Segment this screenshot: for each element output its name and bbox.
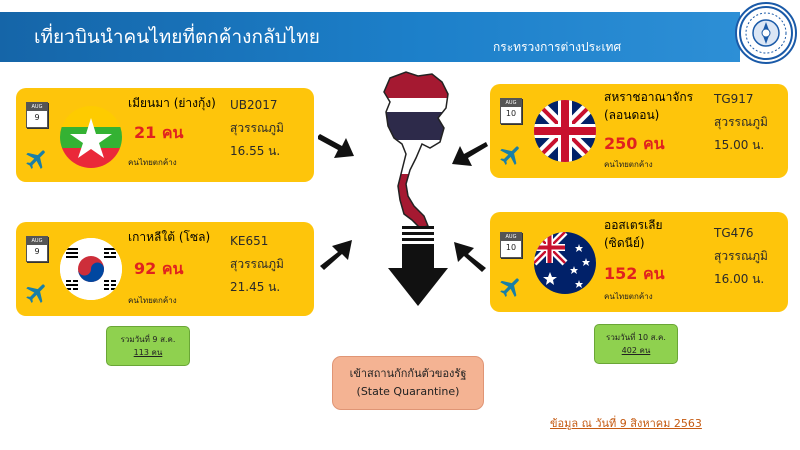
card-count: 250 คน: [604, 134, 665, 153]
total-label: รวมวันที่ 9 ส.ค.: [120, 335, 176, 344]
card-time: 21.45 น.: [230, 280, 281, 294]
page-title: เที่ยวบินนำคนไทยที่ตกค้างกลับไทย: [34, 26, 320, 48]
card-flight: TG476: [714, 226, 754, 240]
total-label: รวมวันที่ 10 ส.ค.: [606, 333, 666, 342]
arrow-icon: [454, 242, 486, 272]
arrow-icon: [388, 226, 448, 306]
flight-card-uk: AUG 10 สหราชอาณาจักร (ลอนดอน) 250 คน คนไ…: [490, 84, 788, 178]
card-flight: KE651: [230, 234, 269, 248]
card-airport: สุวรรณภูมิ: [230, 257, 284, 271]
data-date-note: ข้อมูล ณ วันที่ 9 สิงหาคม 2563: [550, 417, 702, 430]
card-flight-info: TG917 สุวรรณภูมิ 15.00 น.: [714, 88, 768, 157]
card-flight-info: TG476 สุวรรณภูมิ 16.00 น.: [714, 222, 768, 291]
airplane-icon: [26, 150, 45, 169]
card-flight: UB2017: [230, 98, 278, 112]
arrow-icon: [452, 142, 488, 166]
card-airport: สุวรรณภูมิ: [714, 249, 768, 263]
total-box-aug-10: รวมวันที่ 10 ส.ค. 402 คน: [594, 324, 678, 364]
flight-card-myanmar: AUG 9 เมียนมา (ย่างกุ้ง) 21 คน คนไทยตกค้…: [16, 88, 314, 182]
card-count: 152 คน: [604, 264, 665, 283]
calendar-icon: AUG 9: [26, 102, 48, 128]
card-airport: สุวรรณภูมิ: [714, 115, 768, 129]
uk-flag-icon: [534, 100, 596, 162]
calendar-icon: AUG 9: [26, 236, 48, 262]
card-flight: TG917: [714, 92, 754, 106]
card-flight-info: UB2017 สุวรรณภูมิ 16.55 น.: [230, 94, 284, 163]
card-time: 16.00 น.: [714, 272, 765, 286]
card-subtitle: คนไทยตกค้าง: [128, 158, 177, 167]
card-time: 16.55 น.: [230, 144, 281, 158]
airplane-icon: [26, 284, 45, 303]
south-korea-flag-icon: [60, 238, 122, 300]
card-subtitle: คนไทยตกค้าง: [604, 292, 653, 301]
calendar-icon: AUG 10: [500, 98, 522, 124]
state-quarantine-box: เข้าสถานกักกันตัวของรัฐ (State Quarantin…: [332, 356, 484, 410]
quarantine-line2: (State Quarantine): [356, 385, 460, 398]
australia-flag-icon: [534, 232, 596, 294]
card-count: 92 คน: [134, 259, 184, 278]
total-box-aug-9: รวมวันที่ 9 ส.ค. 113 คน: [106, 326, 190, 366]
card-country: เมียนมา (ย่างกุ้ง): [128, 96, 216, 110]
quarantine-line1: เข้าสถานกักกันตัวของรัฐ: [349, 367, 467, 380]
card-country: ออสเตรเลีย (ซิดนีย์): [604, 218, 663, 250]
flight-card-south-korea: AUG 9 เกาหลีใต้ (โซล) 92 คน คนไทยตกค้าง …: [16, 222, 314, 316]
government-emblem-icon: [735, 2, 797, 64]
card-subtitle: คนไทยตกค้าง: [128, 296, 177, 305]
ministry-name: กระทรวงการต่างประเทศ: [493, 40, 622, 54]
total-count: 402 คน: [621, 346, 651, 355]
calendar-icon: AUG 10: [500, 232, 522, 258]
total-count: 113 คน: [133, 348, 163, 357]
card-time: 15.00 น.: [714, 138, 765, 152]
header-banner: [0, 12, 740, 62]
card-subtitle: คนไทยตกค้าง: [604, 160, 653, 169]
flight-card-australia: AUG 10 ออสเตรเลีย (ซิดนีย์): [490, 212, 788, 312]
myanmar-flag-icon: [60, 106, 122, 168]
card-airport: สุวรรณภูมิ: [230, 121, 284, 135]
arrow-icon: [318, 134, 354, 158]
card-country: สหราชอาณาจักร (ลอนดอน): [604, 90, 694, 122]
card-country: เกาหลีใต้ (โซล): [128, 230, 211, 244]
airplane-icon: [500, 146, 519, 165]
thailand-map-icon: [383, 71, 449, 229]
arrow-icon: [320, 240, 352, 270]
airplane-icon: [500, 278, 519, 297]
card-count: 21 คน: [134, 123, 184, 142]
card-flight-info: KE651 สุวรรณภูมิ 21.45 น.: [230, 230, 284, 299]
